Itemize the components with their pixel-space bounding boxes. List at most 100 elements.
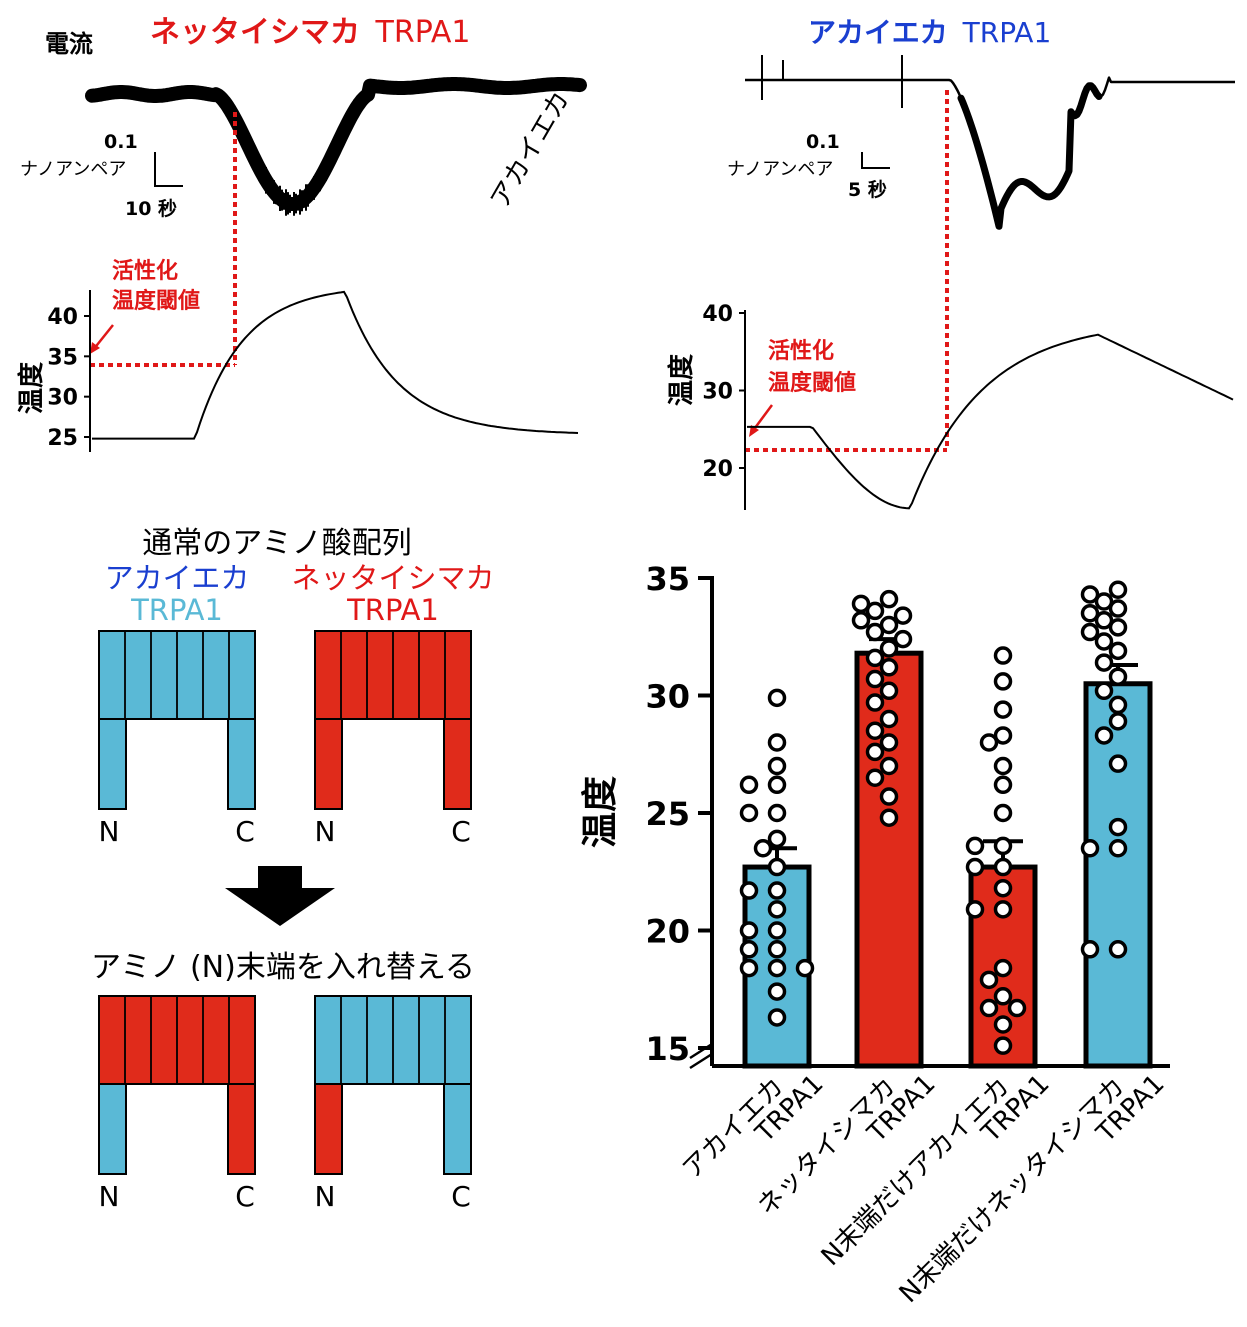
data-point [879, 787, 899, 806]
data-point [879, 681, 899, 701]
data-point [993, 857, 1013, 877]
current-label: 電流 [45, 30, 93, 58]
data-point [865, 742, 885, 762]
data-point [993, 836, 1013, 856]
y-tick-label: 25 [645, 795, 690, 833]
data-point [767, 756, 787, 776]
data-point [767, 688, 787, 708]
data-point [1108, 712, 1128, 731]
current-scale-value: 0.1 [104, 131, 138, 153]
data-point [1108, 839, 1128, 858]
panel-title: ネッタイシマカ TRPA1 [150, 15, 471, 50]
panel-culex-recording: アカイエカ TRPA1 0.1 ナノアンペア 5 秒 活性化 温度閾値 温度 4… [666, 16, 1235, 510]
n-terminal-segment [98, 1083, 127, 1175]
threshold-arrowhead [90, 342, 100, 354]
data-point [1108, 580, 1128, 599]
temperature-trace [747, 333, 1234, 510]
current-trace-noise [91, 78, 581, 216]
panel-title-gene: TRPA1 [375, 15, 471, 50]
panel-title: アカイエカ TRPA1 [808, 16, 1051, 49]
panel-title-species: ネッタイシマカ [150, 15, 360, 50]
data-point [865, 622, 885, 642]
data-point [879, 709, 899, 729]
data-point [993, 672, 1013, 691]
temp-tick-label: 30 [47, 386, 78, 411]
data-point [965, 900, 985, 919]
current-trace-band [957, 82, 1103, 230]
schematic-label-right-species: ネッタイシマカ [291, 561, 494, 595]
data-point [1080, 839, 1100, 858]
data-point [753, 839, 773, 858]
temp-tick-label: 35 [47, 345, 78, 370]
data-point [879, 808, 899, 827]
threshold-label-1: 活性化 [112, 258, 178, 284]
x-tick-labels: アカイエカTRPA1ネッタイシマカTRPA1N末端だけアカイエカTRPA1N末端… [677, 1069, 1171, 1309]
data-point [993, 803, 1013, 823]
n-terminal-segment [98, 718, 127, 810]
threshold-arrowhead [749, 425, 759, 437]
current-scale-value: 0.1 [806, 131, 840, 153]
data-point [1094, 592, 1114, 611]
c-terminus-label: C [235, 815, 255, 848]
panel-title-species: アカイエカ [808, 16, 948, 49]
stimulus-artifacts [761, 55, 903, 108]
data-point [993, 646, 1013, 665]
y-tick-label: 35 [645, 560, 690, 598]
data-point [865, 601, 885, 621]
current-scale-unit: ナノアンペア [727, 159, 833, 180]
data-point [767, 775, 787, 795]
data-point [767, 881, 787, 900]
data-point [879, 589, 899, 609]
n-terminus-label: N [315, 815, 336, 848]
data-point [865, 693, 885, 712]
data-point [739, 940, 759, 959]
data-point [893, 629, 913, 649]
data-point [879, 615, 899, 635]
data-point [993, 775, 1013, 795]
data-point [1080, 604, 1100, 623]
c-terminus-label: C [451, 1180, 471, 1213]
data-point [1108, 695, 1128, 715]
data-point [993, 700, 1013, 719]
data-point [767, 857, 787, 877]
data-point [993, 726, 1013, 745]
panel-title-gene: TRPA1 [962, 16, 1052, 49]
data-point [865, 669, 885, 689]
data-point [767, 1008, 787, 1027]
data-point [993, 958, 1013, 978]
c-terminus-label: C [451, 815, 471, 848]
data-point [1108, 599, 1128, 618]
data-point [979, 733, 999, 752]
data-point [739, 775, 759, 795]
temp-tick-label: 40 [47, 305, 78, 330]
y-tick-label: 15 [645, 1030, 690, 1068]
temp-tick-label: 25 [47, 426, 78, 451]
data-point [993, 756, 1013, 776]
temp-tick-label: 40 [702, 302, 733, 327]
panel-aedes-recording: 電流 ネッタイシマカ TRPA1 0.1 ナノアンペア 10 秒 アカイエカ 活… [16, 15, 587, 452]
n-terminal-segment [314, 1083, 343, 1175]
data-points [739, 580, 1128, 1055]
temp-tick-label: 30 [702, 380, 733, 405]
y-tick-label: 30 [645, 678, 690, 716]
threshold-label-2: 温度閾値 [112, 288, 200, 314]
data-point [795, 958, 815, 978]
c-terminal-segment [443, 1083, 472, 1175]
threshold-label-2: 温度閾値 [768, 370, 856, 396]
data-point [993, 987, 1013, 1006]
n-terminus-label: N [99, 1180, 120, 1213]
data-point [865, 768, 885, 787]
temp-ticks: 40 35 30 25 [47, 305, 90, 451]
data-point [865, 648, 885, 668]
data-point [1007, 998, 1027, 1018]
n-terminus-label: N [315, 1180, 336, 1213]
data-point [1094, 726, 1114, 745]
data-point [767, 829, 787, 849]
c-terminus-label: C [235, 1180, 255, 1213]
